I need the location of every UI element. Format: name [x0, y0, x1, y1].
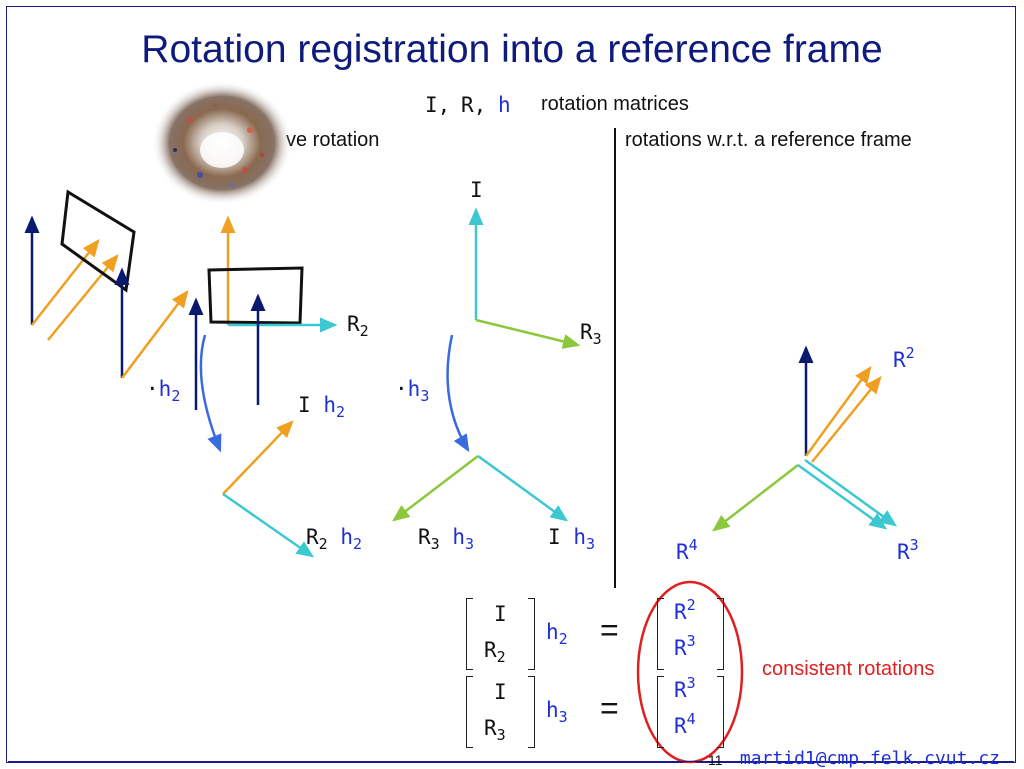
eq2-r2: R4: [674, 710, 696, 738]
label-R-sup2: R2: [893, 344, 915, 372]
legend-R: R,: [461, 93, 487, 117]
eq2-equals: =: [600, 690, 619, 726]
footer-rule: [8, 761, 1014, 762]
eq2-bot: R3: [484, 716, 506, 744]
eq2-right-bracket-a: [657, 676, 664, 748]
legend-I: I,: [425, 93, 451, 117]
page-number: 11: [708, 752, 723, 768]
eq1-top: I: [494, 602, 507, 626]
eq2-r1: R3: [674, 674, 696, 702]
label-R2-h2: R2 h2: [306, 525, 363, 553]
label-R-sup4: R4: [676, 536, 698, 564]
point-cloud-image: [152, 81, 292, 205]
label-I-top: I: [470, 178, 483, 202]
eq2-right-bracket-b: [717, 676, 724, 748]
label-I-h3: I h3: [548, 525, 595, 553]
right-heading: rotations w.r.t. a reference frame: [625, 129, 912, 151]
eq1-r2: R3: [674, 632, 696, 660]
label-I-h2: I h2: [298, 393, 345, 421]
legend-h: h: [498, 93, 511, 117]
eq1-right-bracket-a: [657, 598, 664, 670]
eq2-top: I: [494, 680, 507, 704]
legend-text: rotation matrices: [541, 93, 689, 115]
eq1-h: h2: [546, 620, 568, 648]
eq1-equals: =: [600, 612, 619, 648]
eq1-r1: R2: [674, 596, 696, 624]
label-R3-top: R3: [580, 320, 602, 348]
eq2-h: h3: [546, 698, 568, 726]
consistent-rotations-label: consistent rotations: [762, 658, 935, 680]
footer-email[interactable]: martid1@cmp.felk.cvut.cz: [739, 748, 1000, 769]
label-h3-mid: ·h3: [395, 377, 430, 405]
eq1-right-bracket-b: [717, 598, 724, 670]
label-R2-top: R2: [347, 312, 369, 340]
divider-line: [614, 128, 616, 588]
slide-title: Rotation registration into a reference f…: [141, 28, 883, 71]
eq1-left-bracket-b: [528, 598, 535, 670]
left-heading: ve rotation: [286, 129, 380, 151]
eq2-left-bracket-b: [528, 676, 535, 748]
label-R3-h3: R3 h3: [418, 525, 475, 553]
eq1-bot: R2: [484, 638, 506, 666]
slide-frame: [6, 6, 1016, 763]
label-R-sup3: R3: [897, 536, 919, 564]
eq1-left-bracket-a: [466, 598, 473, 670]
eq2-left-bracket-a: [466, 676, 473, 748]
label-h2-left: ·h2: [146, 377, 181, 405]
